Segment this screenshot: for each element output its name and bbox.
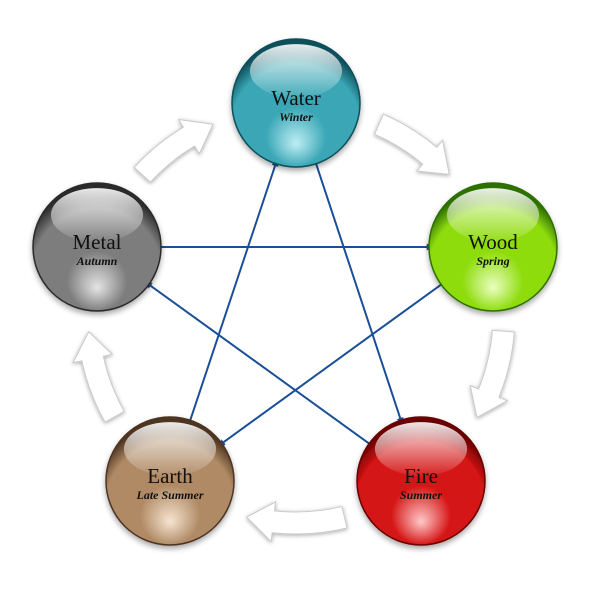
star-line-water-to-fire [313, 157, 404, 425]
element-gloss-water [249, 44, 343, 98]
element-gloss-metal [50, 188, 144, 242]
cycle-arrow-water-to-wood [373, 113, 450, 175]
element-name-water: Water [271, 86, 321, 110]
element-season-metal: Autumn [76, 254, 118, 268]
star-line-earth-to-water [187, 159, 279, 427]
element-name-metal: Metal [73, 230, 122, 254]
star-line-fire-to-metal [145, 281, 375, 448]
element-gloss-wood [446, 188, 540, 242]
cycle-arrow-fire-to-earth [245, 501, 348, 543]
element-season-water: Winter [279, 110, 313, 124]
generating-cycle-arrows [72, 113, 515, 543]
cycle-arrow-metal-to-water [133, 118, 214, 183]
element-name-fire: Fire [404, 464, 438, 488]
element-season-earth: Late Summer [135, 488, 203, 502]
element-name-wood: Wood [468, 230, 518, 254]
element-gloss-fire [374, 422, 468, 476]
cycle-arrow-earth-to-metal [72, 330, 125, 423]
element-gloss-earth [123, 422, 217, 476]
controlling-cycle-lines [145, 157, 447, 448]
cycle-arrow-wood-to-fire [469, 329, 515, 419]
element-season-fire: Summer [400, 488, 442, 502]
element-name-earth: Earth [147, 464, 193, 488]
element-season-wood: Spring [476, 254, 509, 268]
star-line-wood-to-earth [218, 280, 447, 447]
